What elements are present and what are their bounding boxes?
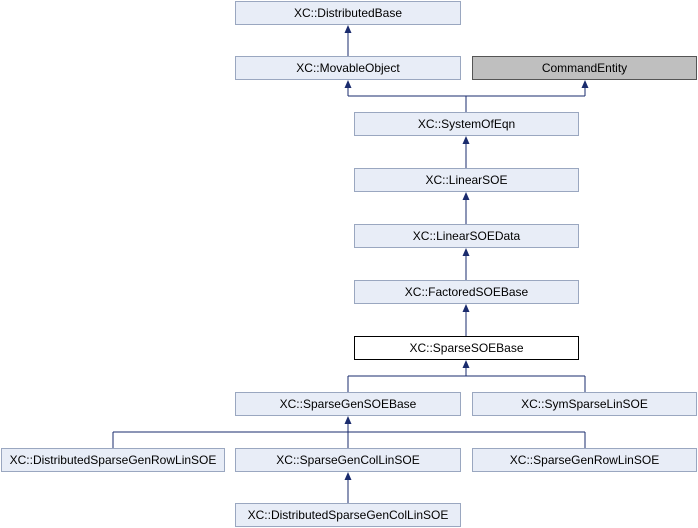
node-sym-sparse-lin-soe[interactable]: XC::SymSparseLinSOE bbox=[472, 392, 697, 416]
node-linear-soe[interactable]: XC::LinearSOE bbox=[354, 168, 579, 192]
node-linear-soe-data[interactable]: XC::LinearSOEData bbox=[354, 224, 579, 248]
node-sparse-soe-base: XC::SparseSOEBase bbox=[354, 336, 579, 360]
arrow-distributed-base bbox=[344, 25, 352, 33]
node-system-of-eqn[interactable]: XC::SystemOfEqn bbox=[354, 112, 579, 136]
node-distributed-sparse-gen-row-lin-soe[interactable]: XC::DistributedSparseGenRowLinSOE bbox=[1, 448, 225, 472]
node-sparse-gen-row-lin-soe[interactable]: XC::SparseGenRowLinSOE bbox=[472, 448, 697, 472]
arrow-sparse-soe-base bbox=[462, 360, 470, 368]
node-movable-object[interactable]: XC::MovableObject bbox=[235, 56, 461, 80]
arrow-sparse-gen-soe-base bbox=[344, 416, 352, 424]
arrow-sparse-gen-col-lin-soe bbox=[344, 472, 352, 480]
arrow-command-entity bbox=[581, 80, 589, 88]
node-sparse-gen-soe-base[interactable]: XC::SparseGenSOEBase bbox=[235, 392, 461, 416]
arrow-factored-soe-base bbox=[462, 304, 470, 312]
node-sparse-gen-col-lin-soe[interactable]: XC::SparseGenColLinSOE bbox=[235, 448, 461, 472]
arrow-linear-soe bbox=[462, 192, 470, 200]
node-factored-soe-base[interactable]: XC::FactoredSOEBase bbox=[354, 280, 579, 304]
node-command-entity[interactable]: CommandEntity bbox=[472, 56, 697, 80]
node-distributed-sparse-gen-col-lin-soe[interactable]: XC::DistributedSparseGenColLinSOE bbox=[235, 503, 461, 527]
arrow-linear-soe-data bbox=[462, 248, 470, 256]
arrow-movable-object bbox=[344, 80, 352, 88]
arrow-system-of-eqn bbox=[462, 136, 470, 144]
node-distributed-base[interactable]: XC::DistributedBase bbox=[235, 1, 461, 25]
